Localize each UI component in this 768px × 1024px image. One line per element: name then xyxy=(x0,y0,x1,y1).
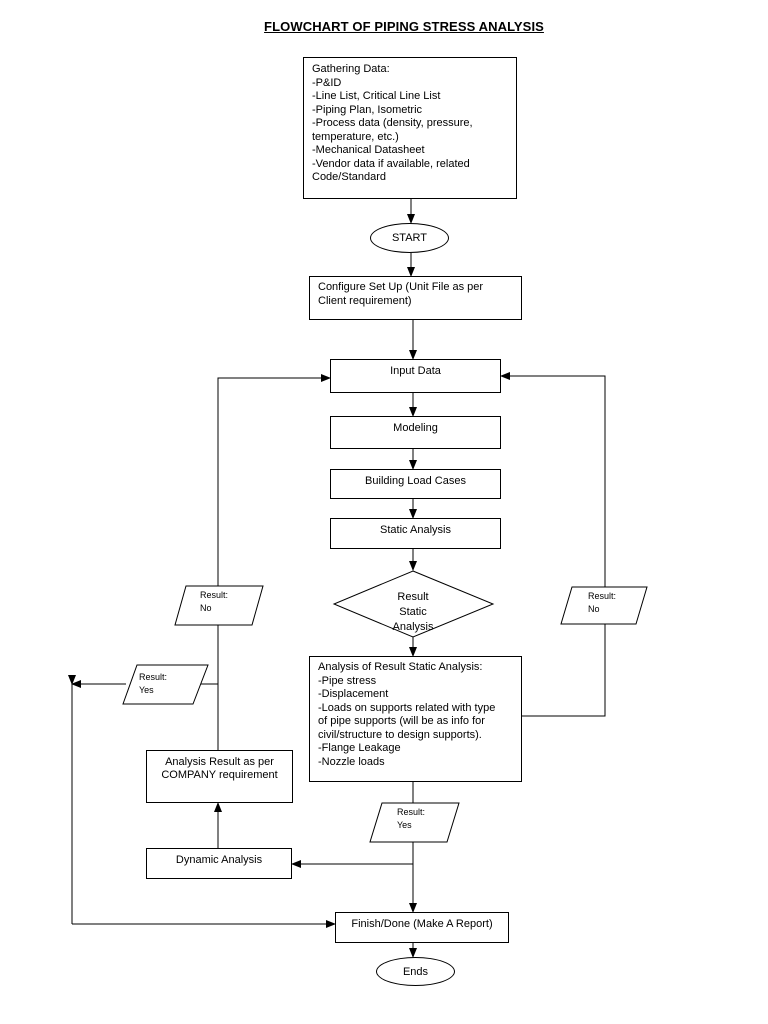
result-yes-left-shape xyxy=(122,664,209,705)
result-value: No xyxy=(200,603,212,613)
analysis-line: of pipe supports (will be as info for xyxy=(318,715,485,727)
result-value: No xyxy=(588,604,600,614)
start-terminal: START xyxy=(370,223,449,253)
result-label: Result: xyxy=(200,590,229,600)
result-yes-bottom-label: Result: Yes xyxy=(397,806,425,832)
analysis-line: -Nozzle loads xyxy=(318,755,385,768)
load-cases-box: Building Load Cases xyxy=(330,469,501,499)
result-value: Yes xyxy=(397,820,412,830)
result-no-left-shape xyxy=(174,585,264,626)
gathering-line: temperature, etc.) xyxy=(312,130,399,143)
decision-label: Result Static Analysis xyxy=(373,590,453,635)
company-result-box: Analysis Result as per COMPANY requireme… xyxy=(146,750,293,803)
decision-line: Static xyxy=(399,606,427,618)
ends-terminal: Ends xyxy=(376,957,455,986)
analysis-line: -Flange Leakage xyxy=(318,742,401,754)
gathering-line: Gathering Data: xyxy=(312,63,390,75)
result-value: Yes xyxy=(139,685,154,695)
input-data-box: Input Data xyxy=(330,359,501,393)
result-yes-bottom-shape xyxy=(369,802,460,843)
gathering-line: Code/Standard xyxy=(312,171,386,183)
decision-line: Analysis xyxy=(392,621,434,633)
result-no-right-shape xyxy=(560,586,648,625)
result-yes-left-label: Result: Yes xyxy=(139,671,167,697)
analysis-line: -Pipe stress xyxy=(318,674,377,687)
page-title: FLOWCHART OF PIPING STRESS ANALYSIS xyxy=(264,19,544,34)
modeling-box: Modeling xyxy=(330,416,501,449)
analysis-of-result-box: Analysis of Result Static Analysis: -Pip… xyxy=(309,656,522,782)
decision-line: Result xyxy=(397,591,429,603)
dynamic-analysis-box: Dynamic Analysis xyxy=(146,848,292,879)
result-label: Result: xyxy=(139,672,168,682)
analysis-line: Analysis of Result Static Analysis: xyxy=(318,661,483,673)
gathering-line: -P&ID xyxy=(312,76,342,89)
configure-setup-box: Configure Set Up (Unit File as per Clien… xyxy=(309,276,522,320)
analysis-line: -Displacement xyxy=(318,688,389,700)
decision-diamond xyxy=(332,570,495,638)
gathering-line: -Vendor data if available, related xyxy=(312,157,470,170)
result-no-left-label: Result: No xyxy=(200,589,228,615)
arrow-left-loop-upper xyxy=(217,374,331,586)
result-label: Result: xyxy=(397,807,426,817)
gathering-line: -Mechanical Datasheet xyxy=(312,144,425,156)
gathering-line: -Process data (density, pressure, xyxy=(312,117,473,129)
arrow-right-loop-upper xyxy=(500,372,606,587)
analysis-line: -Loads on supports related with type xyxy=(318,701,496,714)
gathering-line: -Line List, Critical Line List xyxy=(312,90,441,102)
result-no-right-label: Result: No xyxy=(588,590,616,616)
static-analysis-box: Static Analysis xyxy=(330,518,501,549)
analysis-line: civil/structure to design supports). xyxy=(318,728,482,741)
finish-box: Finish/Done (Make A Report) xyxy=(335,912,509,943)
gathering-data-box: Gathering Data: -P&ID -Line List, Critic… xyxy=(303,57,517,199)
gathering-line: -Piping Plan, Isometric xyxy=(312,103,423,116)
result-label: Result: xyxy=(588,591,617,601)
line-right-loop-lower xyxy=(522,624,606,717)
